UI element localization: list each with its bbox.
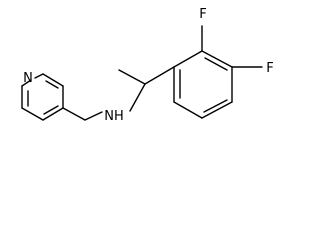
bond bbox=[173, 50, 203, 68]
difluorophenyl-ring bbox=[173, 25, 263, 119]
bond bbox=[62, 107, 86, 121]
linker-chain bbox=[62, 66, 175, 121]
atom-label-fluorine-para: F bbox=[266, 61, 273, 76]
bond bbox=[201, 50, 233, 68]
double-bond bbox=[43, 105, 59, 115]
pyridine-ring bbox=[21, 73, 64, 121]
bond bbox=[42, 73, 64, 87]
bond bbox=[129, 83, 146, 112]
atom-label-fluorine-ortho: F bbox=[199, 7, 206, 22]
bond bbox=[118, 69, 146, 85]
chemical-structure-diagram: N NH F F bbox=[21, 7, 274, 124]
bond bbox=[173, 101, 203, 119]
bond bbox=[84, 111, 103, 121]
double-bond bbox=[45, 80, 59, 89]
bond bbox=[144, 66, 175, 85]
bond bbox=[21, 107, 44, 121]
bond bbox=[21, 79, 32, 87]
bond bbox=[34, 73, 44, 79]
bond bbox=[201, 101, 233, 119]
bond bbox=[42, 107, 64, 121]
double-bond bbox=[203, 99, 228, 113]
double-bond bbox=[204, 57, 228, 71]
atom-label-amine: NH bbox=[104, 109, 124, 124]
atom-label-pyridine-nitrogen: N bbox=[23, 71, 33, 86]
